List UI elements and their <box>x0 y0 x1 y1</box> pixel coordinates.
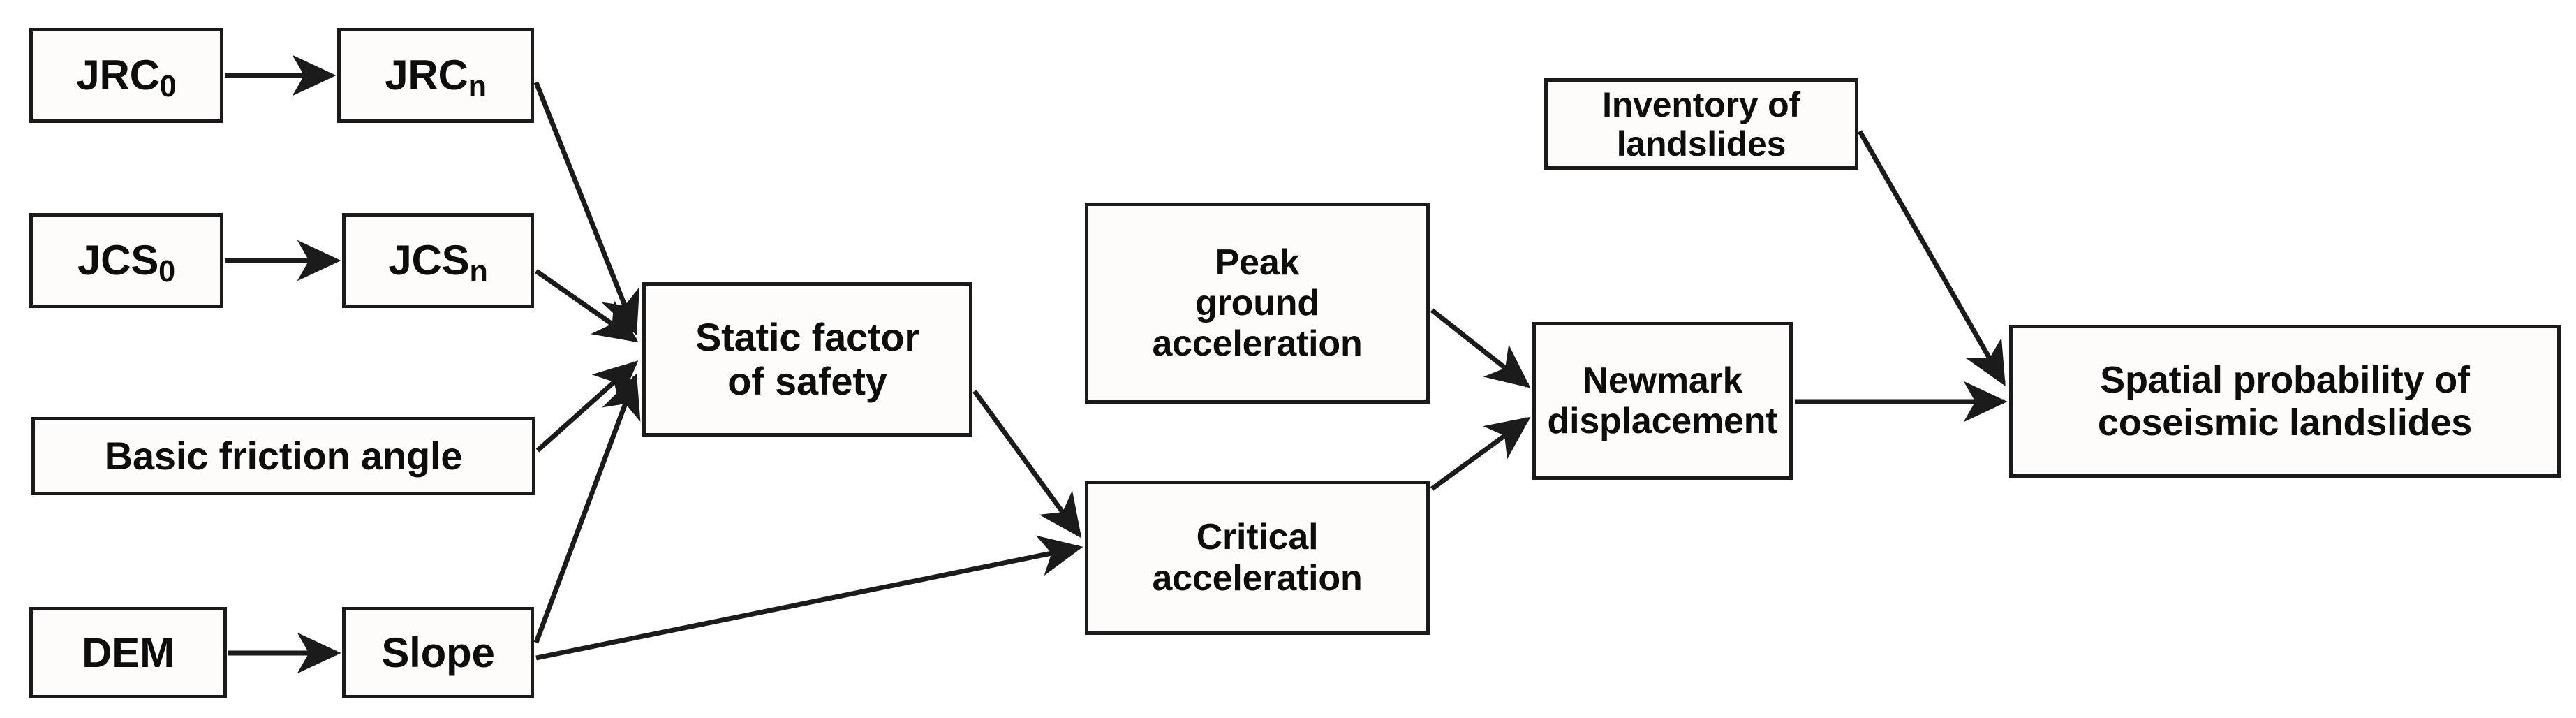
node-static-factor-of-safety-label: Static factor of safety <box>688 314 926 403</box>
node-ca-line1: Critical <box>1196 517 1319 558</box>
node-jcs0[interactable]: JCS0 <box>29 213 223 308</box>
node-static-factor-of-safety[interactable]: Static factor of safety <box>642 282 972 437</box>
node-jrcn-subscript: n <box>468 69 487 103</box>
node-jcsn-label: JCSn <box>388 237 488 288</box>
node-spcl-line2: coseismic landslides <box>2097 401 2473 444</box>
node-basic-friction-angle[interactable]: Basic friction angle <box>31 417 535 495</box>
node-dem-label: DEM <box>82 629 175 676</box>
node-spatial-probability-of-coseismic-landslides[interactable]: Spatial probability of coseismic landsli… <box>2009 325 2561 478</box>
edge-jcsn-to-sfs <box>534 269 639 343</box>
node-nmd-line1: Newmark <box>1582 360 1743 401</box>
node-slope[interactable]: Slope <box>342 607 534 698</box>
node-dem[interactable]: DEM <box>29 607 227 698</box>
node-inventory-of-landslides[interactable]: Inventory of landslides <box>1544 78 1858 170</box>
node-jrc0[interactable]: JRC0 <box>29 28 223 123</box>
node-pga-line3: acceleration <box>1152 323 1363 365</box>
edge-jrcn-to-sfs <box>533 81 640 336</box>
node-jrcn-label: JRCn <box>385 52 487 103</box>
edge-pga-to-nmd <box>1430 308 1531 388</box>
edge-sfs-to-ca <box>972 389 1082 538</box>
node-ca-line2: acceleration <box>1152 557 1363 599</box>
edge-slope-to-ca <box>535 535 1083 661</box>
edge-ca-to-nmd <box>1430 416 1531 491</box>
node-jrc0-label: JRC0 <box>76 52 177 103</box>
node-jrc0-subscript: 0 <box>159 69 177 103</box>
edge-slope-to-sfs <box>533 373 641 644</box>
node-spatial-probability-label: Spatial probability of coseismic landsli… <box>2091 359 2479 444</box>
node-jcs0-label: JCS0 <box>77 237 175 288</box>
node-peak-ground-acceleration[interactable]: Peak ground acceleration <box>1085 203 1430 404</box>
node-sfs-line2: of safety <box>727 358 887 403</box>
node-basic-friction-angle-label: Basic friction angle <box>104 433 463 478</box>
node-jcs0-subscript: 0 <box>158 254 175 288</box>
node-inv-line2: landslides <box>1616 124 1786 163</box>
node-jcsn-subscript: n <box>469 254 488 288</box>
node-critical-acceleration-label: Critical acceleration <box>1145 517 1369 598</box>
node-inv-line1: Inventory of <box>1602 85 1800 124</box>
node-jcsn[interactable]: JCSn <box>342 213 534 308</box>
edge-inv-to-spcl <box>1857 130 2006 386</box>
node-newmark-displacement[interactable]: Newmark displacement <box>1532 322 1793 480</box>
node-spcl-line1: Spatial probability of <box>2100 359 2470 402</box>
node-peak-ground-acceleration-label: Peak ground acceleration <box>1145 242 1369 365</box>
node-pga-line1: Peak <box>1215 242 1300 283</box>
node-pga-line2: ground <box>1195 282 1319 323</box>
node-sfs-line1: Static factor <box>695 314 920 359</box>
node-critical-acceleration[interactable]: Critical acceleration <box>1085 481 1430 635</box>
edge-bfa-to-sfs <box>535 360 639 453</box>
node-jrcn[interactable]: JRCn <box>337 28 534 123</box>
node-nmd-line2: displacement <box>1547 401 1778 441</box>
node-newmark-displacement-label: Newmark displacement <box>1541 360 1785 441</box>
node-inventory-of-landslides-label: Inventory of landslides <box>1595 85 1807 163</box>
node-slope-label: Slope <box>381 629 495 676</box>
